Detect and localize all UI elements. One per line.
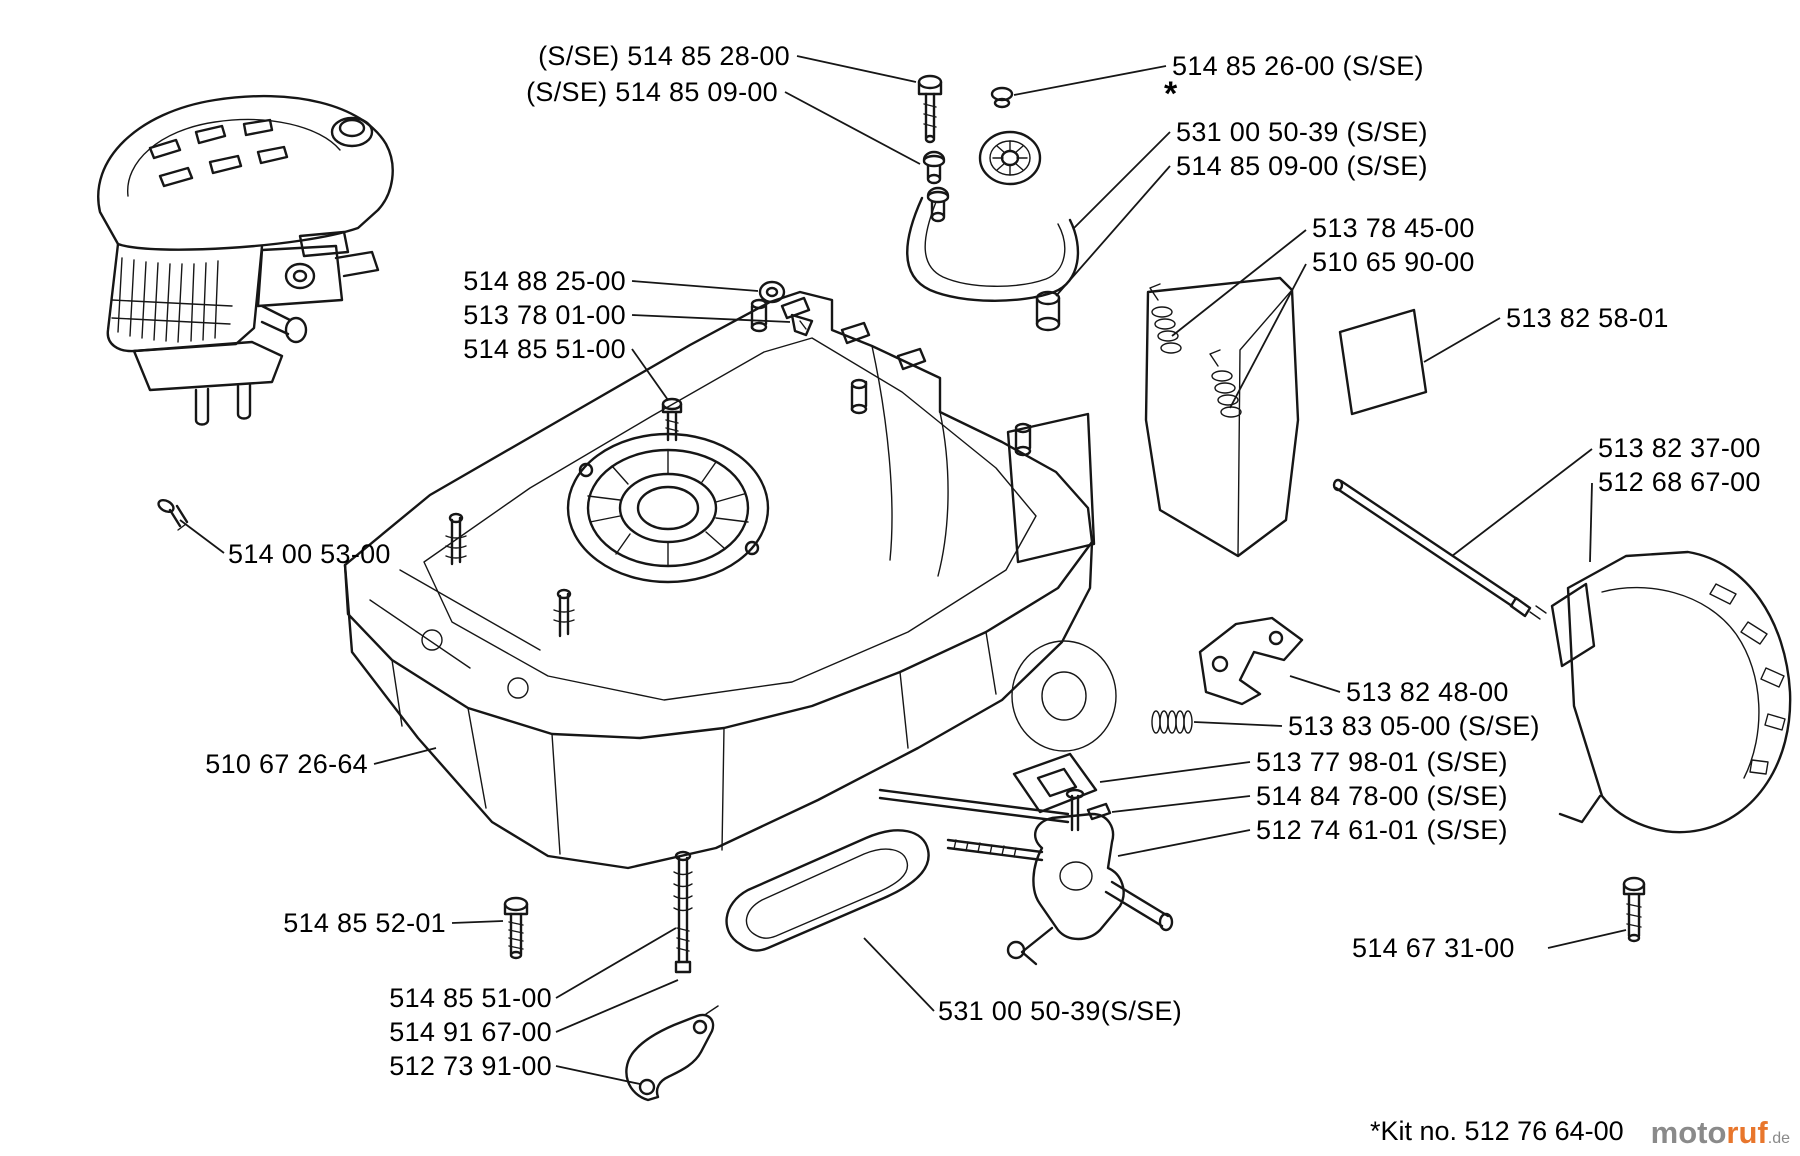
tension-lever-512-73-91 (625, 1005, 719, 1102)
part-label-514-85-51-bottom: 514 85 51-00 (389, 983, 552, 1013)
barrel-514-85-09 (1035, 290, 1061, 332)
clip-513-78-01 (790, 313, 814, 337)
part-label-514-85-52: 514 85 52-01 (283, 908, 446, 938)
part-label-513-77-98: 513 77 98-01 (S/SE) (1256, 747, 1508, 777)
rear-panel-assembly (1006, 276, 1300, 564)
screw-514-00-53 (157, 499, 189, 531)
part-label-513-83-05: 513 83 05-00 (S/SE) (1288, 711, 1540, 741)
axle-rod (878, 788, 1070, 824)
part-label-513-82-58: 513 82 58-01 (1506, 303, 1669, 333)
pulley (978, 130, 1042, 186)
washer-514-88-25 (758, 280, 786, 304)
part-label-510-65-90: 510 65 90-00 (1312, 247, 1475, 277)
part-label-512-74-61: 512 74 61-01 (S/SE) (1256, 815, 1508, 845)
caps-514-85-09 (922, 150, 950, 223)
part-label-514-84-78: 514 84 78-00 (S/SE) (1256, 781, 1508, 811)
part-label-514-67-31: 514 67 31-00 (1352, 933, 1515, 963)
spring-bolt-514-85-51 (673, 850, 693, 974)
cover-plate (1338, 308, 1428, 416)
part-label-514-85-28: (S/SE) 514 85 28-00 (538, 41, 790, 71)
leader-lines (179, 55, 1627, 1085)
part-label-514-88-25: 514 88 25-00 (463, 266, 626, 296)
part-label-514-85-09-right: 514 85 09-00 (S/SE) (1176, 151, 1428, 181)
kit-asterisk: * (1164, 75, 1178, 113)
part-label-531-00-50-bottom: 531 00 50-39(S/SE) (938, 996, 1183, 1026)
engine-drawing (97, 94, 394, 426)
bearing-plate (1012, 752, 1098, 814)
gearbox-assembly (946, 788, 1174, 966)
part-label-514-85-26: 514 85 26-00 (S/SE) (1172, 51, 1424, 81)
part-label-513-78-01: 513 78 01-00 (463, 300, 626, 330)
bolt-514-85-28 (917, 74, 943, 144)
watermark-tld: .de (1767, 1130, 1790, 1147)
wheel-bracket (1198, 616, 1304, 706)
part-label-512-73-91: 512 73 91-00 (389, 1051, 552, 1081)
watermark-prefix: moto (1650, 1115, 1727, 1150)
part-label-514-85-09-top: (S/SE) 514 85 09-00 (526, 77, 778, 107)
part-label-513-82-48: 513 82 48-00 (1346, 677, 1509, 707)
panel-springs (1149, 283, 1242, 418)
deck-bolt-514-85-51 (661, 397, 683, 442)
belt-top (906, 196, 1080, 302)
small-spring (1151, 710, 1193, 734)
part-label-531-00-50-top: 531 00 50-39 (S/SE) (1176, 117, 1428, 147)
rear-wheel (1011, 640, 1117, 752)
support-rod (1332, 478, 1547, 620)
motoruf-watermark: motoruf.de (1651, 1116, 1790, 1156)
drive-belt-bottom (725, 829, 930, 952)
rear-deflector (1550, 550, 1792, 834)
part-label-512-68-67: 512 68 67-00 (1598, 467, 1761, 497)
deck-drawing (343, 290, 1094, 870)
kit-note: *Kit no. 512 76 64-00 (1370, 1116, 1624, 1146)
watermark-suffix: ruf (1726, 1115, 1768, 1150)
part-label-513-78-45: 513 78 45-00 (1312, 213, 1475, 243)
top-hardware-cluster (906, 74, 1080, 332)
part-label-514-00-53: 514 00 53-00 (228, 539, 391, 569)
right-bolt-514-67-31 (1622, 876, 1646, 943)
key-pin (1086, 802, 1112, 821)
grommet-514-85-26 (990, 86, 1014, 109)
part-label-514-91-67: 514 91 67-00 (389, 1017, 552, 1047)
part-label-514-85-51-top: 514 85 51-00 (463, 334, 626, 364)
bottom-bolt-514-85-52 (503, 896, 529, 960)
part-label-510-67-26: 510 67 26-64 (205, 749, 368, 779)
part-label-513-82-37: 513 82 37-00 (1598, 433, 1761, 463)
